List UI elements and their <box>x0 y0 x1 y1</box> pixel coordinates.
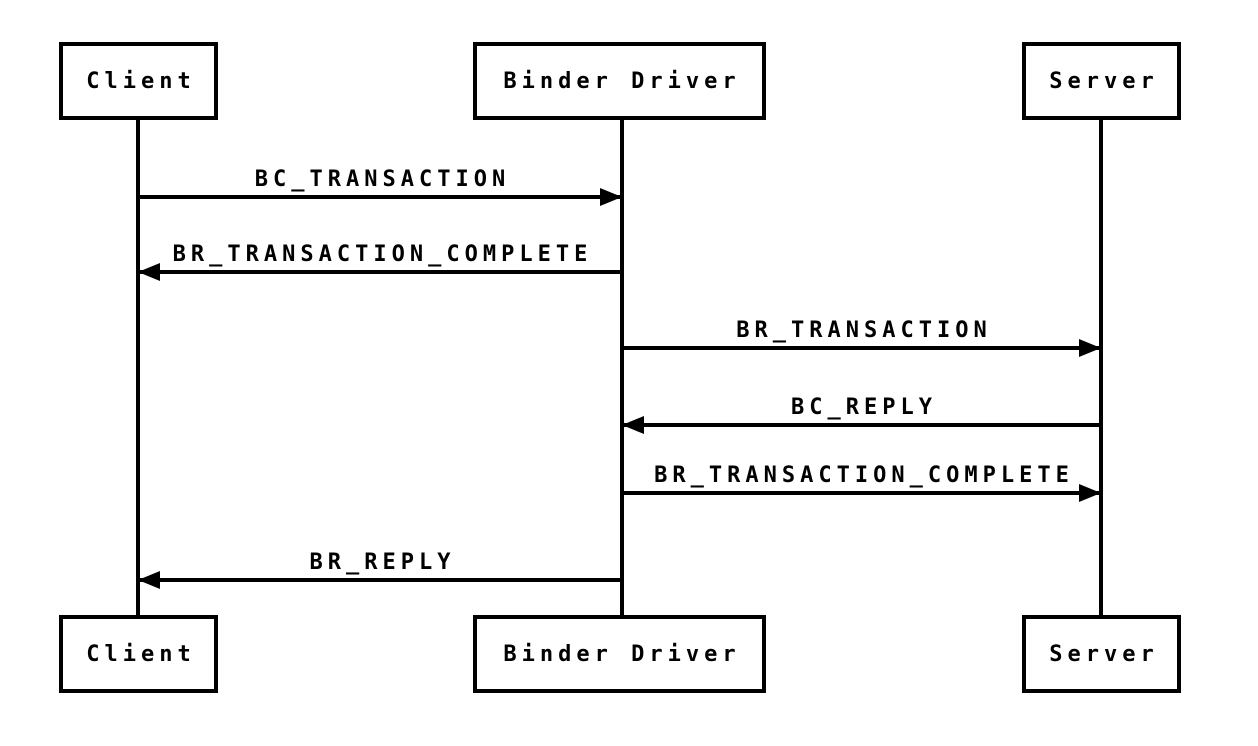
actor-label-server-bottom: Server <box>1049 641 1159 667</box>
actor-label-client-top: Client <box>86 68 196 94</box>
arrowhead-left-icon <box>138 263 160 281</box>
actor-label-server-top: Server <box>1049 68 1159 94</box>
arrow-line <box>138 270 622 274</box>
arrowhead-left-icon <box>138 571 160 589</box>
arrowhead-right-icon <box>600 188 622 206</box>
actor-label-binder-driver-bottom: Binder Driver <box>503 641 741 667</box>
message-bc-reply: BC_REPLY <box>622 389 1101 434</box>
message-label-br-transaction-complete-to-client: BR_TRANSACTION_COMPLETE <box>172 242 593 267</box>
arrow-line <box>622 423 1101 427</box>
actor-box-client-top: Client <box>59 42 218 120</box>
actor-label-binder-driver-top: Binder Driver <box>503 68 741 94</box>
actor-label-client-bottom: Client <box>86 641 196 667</box>
lifeline-server <box>1099 118 1103 617</box>
message-label-bc-reply: BC_REPLY <box>791 395 937 420</box>
arrow-line <box>622 346 1101 350</box>
arrow-line <box>622 491 1101 495</box>
message-br-reply: BR_REPLY <box>138 544 622 589</box>
message-br-transaction-complete-to-server: BR_TRANSACTION_COMPLETE <box>622 457 1101 502</box>
message-label-br-transaction: BR_TRANSACTION <box>736 318 992 343</box>
lifeline-binder-driver <box>620 118 624 617</box>
message-br-transaction-complete-to-client: BR_TRANSACTION_COMPLETE <box>138 236 622 281</box>
arrowhead-right-icon <box>1079 339 1101 357</box>
arrowhead-right-icon <box>1079 484 1101 502</box>
actor-box-server-top: Server <box>1022 42 1181 120</box>
message-label-br-transaction-complete-to-server: BR_TRANSACTION_COMPLETE <box>654 463 1074 488</box>
message-label-br-reply: BR_REPLY <box>309 550 456 575</box>
arrow-line <box>138 578 622 582</box>
lifeline-client <box>136 118 140 617</box>
arrow-line <box>138 195 622 199</box>
message-label-bc-transaction: BC_TRANSACTION <box>254 167 511 192</box>
message-bc-transaction: BC_TRANSACTION <box>138 161 622 206</box>
actor-box-client-bottom: Client <box>59 615 218 693</box>
actor-box-binder-driver-top: Binder Driver <box>473 42 766 120</box>
actor-box-binder-driver-bottom: Binder Driver <box>473 615 766 693</box>
message-br-transaction: BR_TRANSACTION <box>622 312 1101 357</box>
arrowhead-left-icon <box>622 416 644 434</box>
actor-box-server-bottom: Server <box>1022 615 1181 693</box>
